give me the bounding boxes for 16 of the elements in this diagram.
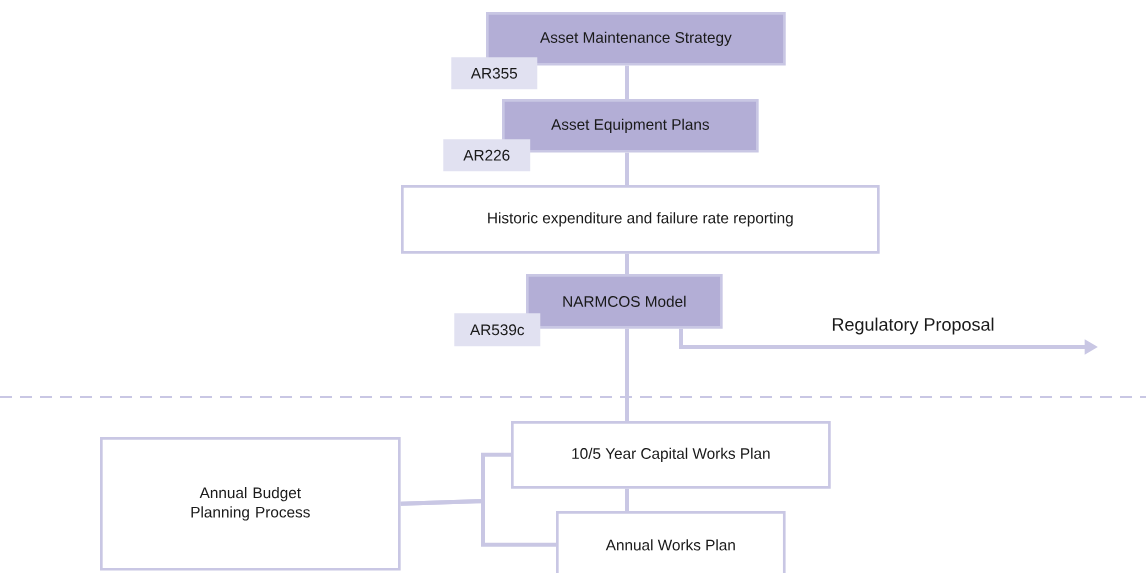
tag-label: AR355 [451, 57, 538, 90]
process-box: Annual Budget Planning Process [100, 437, 401, 571]
connector-line [625, 152, 629, 185]
connector-line [625, 65, 629, 99]
tag-label: AR539c [454, 313, 541, 347]
process-box: Historic expenditure and failure rate reporting [401, 185, 880, 254]
connector-line [625, 488, 629, 511]
process-box: 10/5 Year Capital Works Plan [511, 421, 831, 489]
edge-label: Regulatory Proposal [832, 317, 994, 335]
process-box: Annual Works Plan [556, 511, 786, 573]
connector-line [625, 328, 629, 421]
process-box: NARMCOS Model [526, 274, 723, 329]
connector-line [400, 498, 556, 547]
process-box: Asset Maintenance Strategy [486, 12, 786, 66]
connector-line [625, 253, 629, 274]
tag-label: AR226 [443, 139, 531, 172]
